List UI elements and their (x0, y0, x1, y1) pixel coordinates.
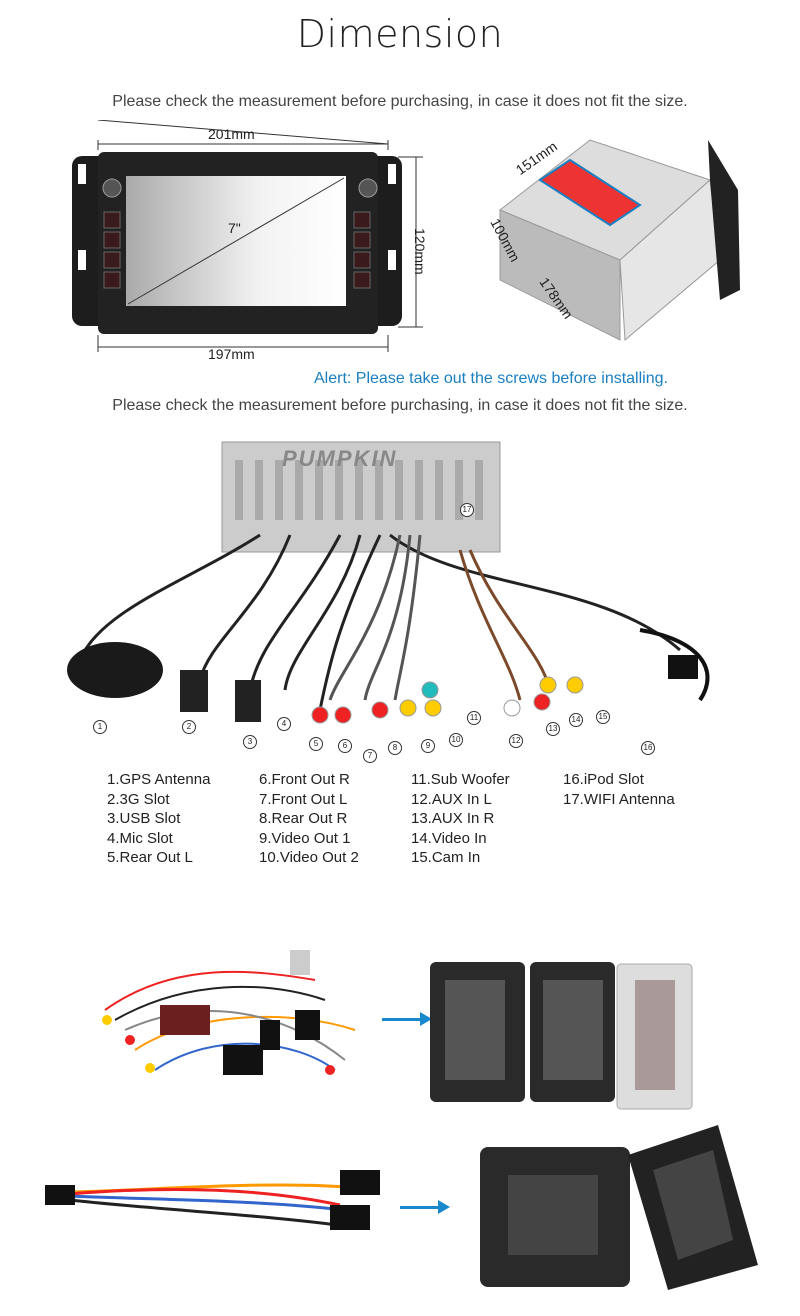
port-number-7: 7 (363, 749, 377, 763)
measurement-note: Please check the measurement before purc… (112, 93, 688, 110)
arrow-icon (400, 1206, 440, 1209)
measurement-note-2: Please check the measurement before purc… (112, 397, 688, 414)
legend-item: 13.AUX In R (411, 810, 495, 827)
stereo-front-view (68, 119, 428, 360)
legend-item: 15.Cam In (411, 849, 481, 866)
port-legend: 1.GPS Antenna 2.3G Slot 3.USB Slot 4.Mic Sl… (107, 770, 703, 868)
screen-size-label: 7" (228, 220, 241, 236)
legend-item: 7.Front Out L (259, 790, 348, 808)
legend-item: 1.GPS Antenna (107, 771, 211, 788)
port-number-1: 1 (93, 720, 107, 734)
harness-image-2 (40, 1160, 390, 1250)
port-number-5: 5 (309, 737, 323, 751)
legend-column: 16.iPod Slot 17.WIFI Antenna (563, 770, 703, 868)
port-number-17: 17 (460, 503, 474, 517)
arrow-icon (438, 1200, 450, 1214)
brand-logo: PUMPKIN (282, 446, 398, 471)
legend-item: 6.Front Out R (259, 771, 350, 788)
port-number-4: 4 (277, 717, 291, 731)
port-number-14: 14 (569, 713, 583, 727)
stereo-side-view (480, 120, 760, 355)
legend-item: 9.Video Out 1 (259, 829, 351, 847)
legend-item: 12.AUX In L (411, 790, 492, 808)
legend-column: 6.Front Out R 7.Front Out L 8.Rear Out R 9.… (259, 770, 411, 868)
wiring-diagram (40, 440, 760, 770)
port-number-11: 11 (467, 711, 481, 725)
legend-item: 8.Rear Out R (259, 810, 348, 827)
legend-item: 3.USB Slot (107, 810, 181, 827)
port-number-8: 8 (388, 741, 402, 755)
width-bottom-label: 197mm (208, 346, 255, 362)
width-top-label: 201mm (208, 126, 255, 142)
legend-item: 11.Sub Woofer (411, 771, 510, 788)
port-number-9: 9 (421, 739, 435, 753)
legend-item: 14.Video In (411, 829, 487, 847)
legend-item: 2.3G Slot (107, 790, 170, 808)
legend-item: 16.iPod Slot (563, 771, 644, 788)
legend-item: 10.Video Out 2 (259, 849, 359, 866)
legend-column: 11.Sub Woofer 12.AUX In L 13.AUX In R 14.Vi… (411, 770, 563, 868)
legend-item: 5.Rear Out L (107, 849, 193, 866)
port-number-10: 10 (449, 733, 463, 747)
page-title: Dimension (296, 12, 504, 56)
port-number-2: 2 (182, 720, 196, 734)
port-number-12: 12 (509, 734, 523, 748)
legend-column: 1.GPS Antenna 2.3G Slot 3.USB Slot 4.Mic Sl… (107, 770, 259, 868)
legend-item: 17.WIFI Antenna (563, 790, 675, 808)
connector-image-1 (425, 960, 695, 1110)
port-number-13: 13 (546, 722, 560, 736)
arrow-icon (420, 1012, 432, 1026)
port-number-15: 15 (596, 710, 610, 724)
port-number-3: 3 (243, 735, 257, 749)
harness-image-1 (95, 950, 385, 1100)
port-number-6: 6 (338, 739, 352, 753)
alert-text: Alert: Please take out the screws before… (314, 370, 668, 387)
legend-item: 4.Mic Slot (107, 829, 173, 847)
port-number-16: 16 (641, 741, 655, 755)
arrow-icon (382, 1018, 422, 1021)
height-label: 120mm (412, 228, 428, 275)
connector-image-2 (478, 1125, 758, 1295)
